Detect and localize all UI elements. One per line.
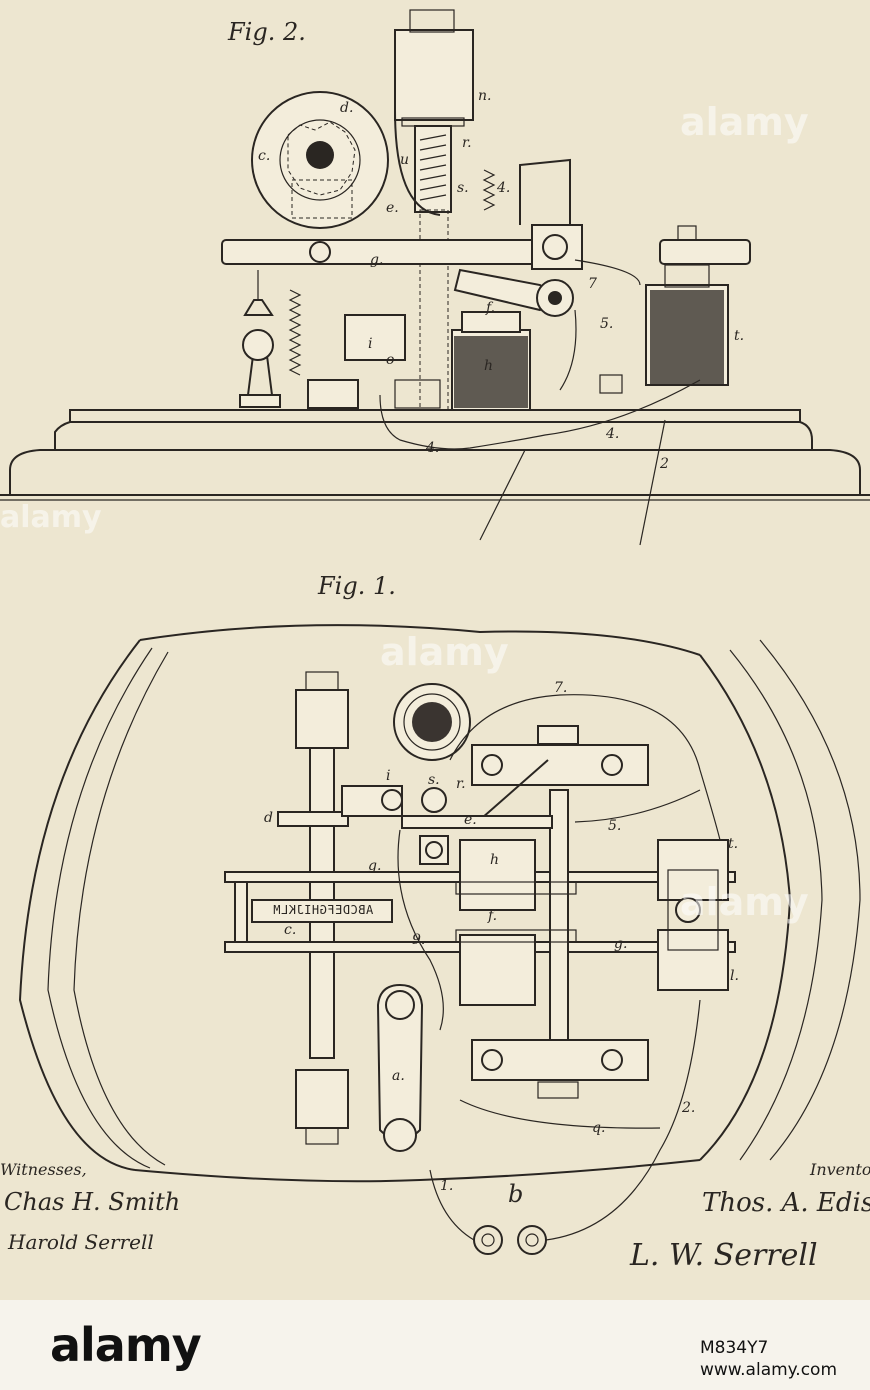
fig2-label-4a: 4. — [497, 180, 510, 196]
fig2-title: Fig. 2. — [228, 18, 306, 46]
fig2-label-r: r. — [462, 135, 472, 151]
witnesses-label: Witnesses, — [0, 1160, 87, 1179]
fig1-label-1: 1. — [440, 1178, 453, 1194]
footer-logo: alamy — [50, 1318, 201, 1372]
fig2-label-o: o — [386, 352, 394, 368]
fig1-label-c: c. — [284, 922, 296, 938]
fig1-label-2: 2. — [682, 1100, 695, 1116]
watermark: alamy — [680, 880, 809, 924]
fig1-label-d: d — [264, 810, 273, 826]
fig1-label-q: q. — [592, 1120, 605, 1136]
fig1-label-l: l. — [730, 968, 739, 984]
watermark: alamy — [380, 630, 509, 674]
watermark: alamy — [0, 500, 102, 535]
fig2-label-f: f. — [486, 300, 495, 316]
fig1-brackets — [472, 726, 648, 1098]
fig1-label-f: f. — [488, 908, 497, 924]
footer-url[interactable]: www.alamy.com — [700, 1360, 837, 1380]
fig2-label-u: u — [400, 152, 409, 168]
fig2-label-2: 2 — [660, 456, 669, 472]
fig1-label-i: i — [386, 768, 390, 784]
fig2-label-n: n. — [478, 88, 491, 104]
fig2-label-d: d. — [340, 100, 353, 116]
fig2-label-7: 7 — [588, 276, 597, 292]
fig2-magnet-t — [646, 265, 728, 385]
fig1-label-s: s. — [428, 772, 440, 788]
fig1-label-h: h — [490, 852, 499, 868]
fig2-label-e: e. — [386, 200, 399, 216]
fig1-label-r: r. — [456, 776, 466, 792]
fig2-label-i: i — [368, 336, 372, 352]
fig1-label-g: g. — [368, 858, 381, 874]
fig2-label-c: c. — [258, 148, 270, 164]
fig1-label-9: 9. — [412, 932, 425, 948]
fig1-label-a: a. — [392, 1068, 405, 1084]
fig2-label-4c: 4. — [426, 440, 439, 456]
witness-1-signature: Chas H. Smith — [4, 1188, 180, 1216]
fig2-type-wheel — [252, 92, 388, 228]
fig2-label-5: 5. — [600, 316, 613, 332]
fig1-label-b: b — [508, 1180, 523, 1208]
fig2-label-s: s. — [457, 180, 469, 196]
fig1-boss — [394, 684, 470, 760]
fig1-label-g2: g. — [614, 936, 627, 952]
fig2-label-t: t. — [734, 328, 744, 344]
fig1-label-e: e. — [464, 812, 477, 828]
inventor-signature: Thos. A. Edison — [702, 1188, 870, 1218]
fig2-label-h: h — [484, 358, 493, 374]
type-wheel-text: ABCDEFGHIJKLM — [256, 903, 390, 917]
fig2-label-4b: 4. — [606, 426, 619, 442]
fig1-terminals — [474, 1226, 546, 1254]
footer-image-id: M834Y7 — [700, 1338, 768, 1358]
fig1-label-7: 7. — [554, 680, 567, 696]
watermark: alamy — [680, 100, 809, 144]
attorney-signature: L. W. Serrell — [630, 1238, 818, 1273]
fig1-title: Fig. 1. — [318, 572, 396, 600]
fig1-label-5: 5. — [608, 818, 621, 834]
fig2-label-g: g. — [370, 252, 383, 268]
witness-2-signature: Harold Serrell — [8, 1230, 154, 1254]
inventor-label: Inventor, — [810, 1160, 870, 1179]
fig1-label-t: t. — [728, 836, 738, 852]
